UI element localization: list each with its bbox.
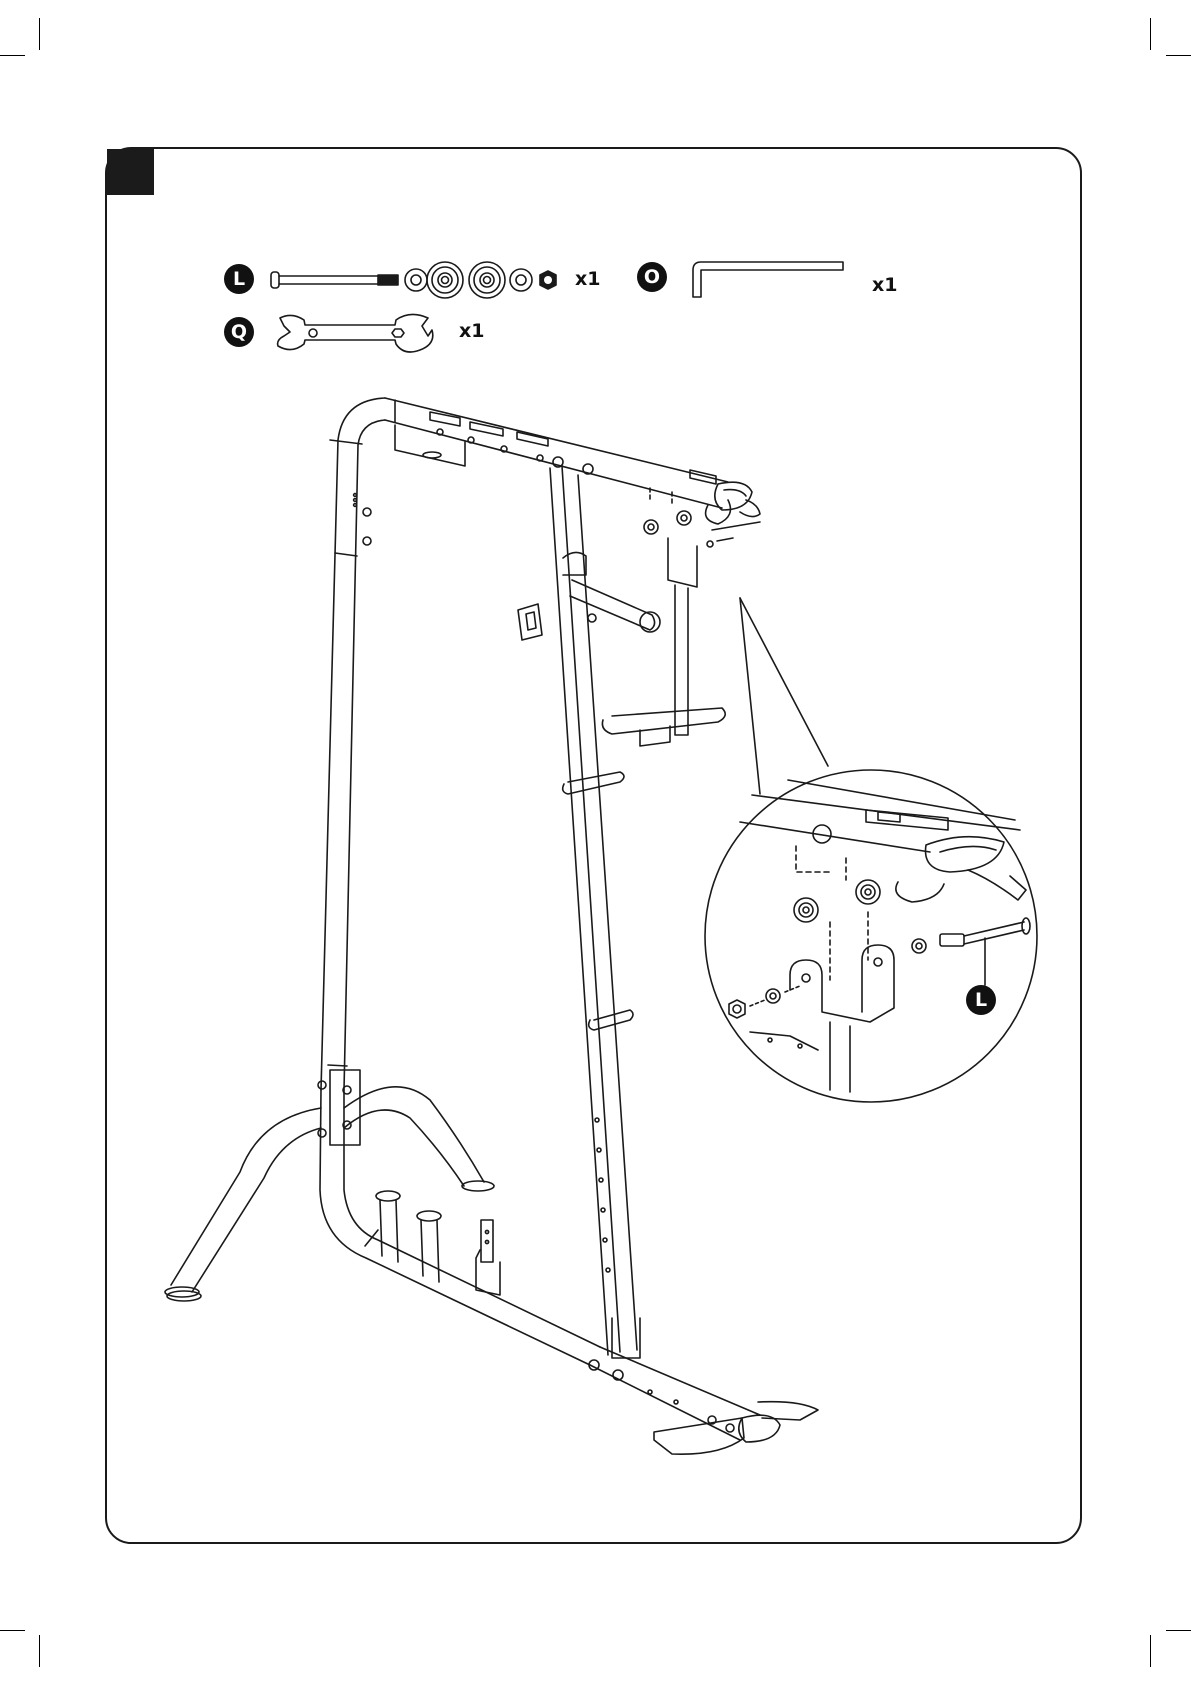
detail-circle bbox=[705, 770, 1037, 1102]
left-upright bbox=[321, 398, 385, 1090]
inner-upright bbox=[550, 457, 640, 1358]
bolt-icon bbox=[271, 272, 398, 288]
band-peg bbox=[476, 1220, 500, 1295]
base-frame bbox=[320, 1090, 780, 1442]
hex-key-icon bbox=[693, 262, 843, 297]
weight-horn bbox=[376, 1191, 441, 1282]
callout-badge-l: L bbox=[966, 985, 996, 1015]
wrench-icon bbox=[278, 314, 433, 352]
washer-icon bbox=[405, 269, 427, 291]
callout-leader bbox=[740, 598, 828, 766]
washer-icon bbox=[510, 269, 532, 291]
pulley-hook bbox=[706, 500, 760, 530]
rear-legs bbox=[165, 1070, 494, 1301]
nut-icon bbox=[540, 271, 556, 289]
wrench-hex-hole bbox=[392, 329, 404, 337]
bolt-assembly-top bbox=[644, 488, 733, 547]
bar-hook bbox=[518, 604, 596, 640]
bearing-icon bbox=[427, 262, 463, 298]
bearing-icon bbox=[469, 262, 505, 298]
callout-leader bbox=[740, 598, 760, 794]
wrench-hole bbox=[309, 329, 317, 337]
